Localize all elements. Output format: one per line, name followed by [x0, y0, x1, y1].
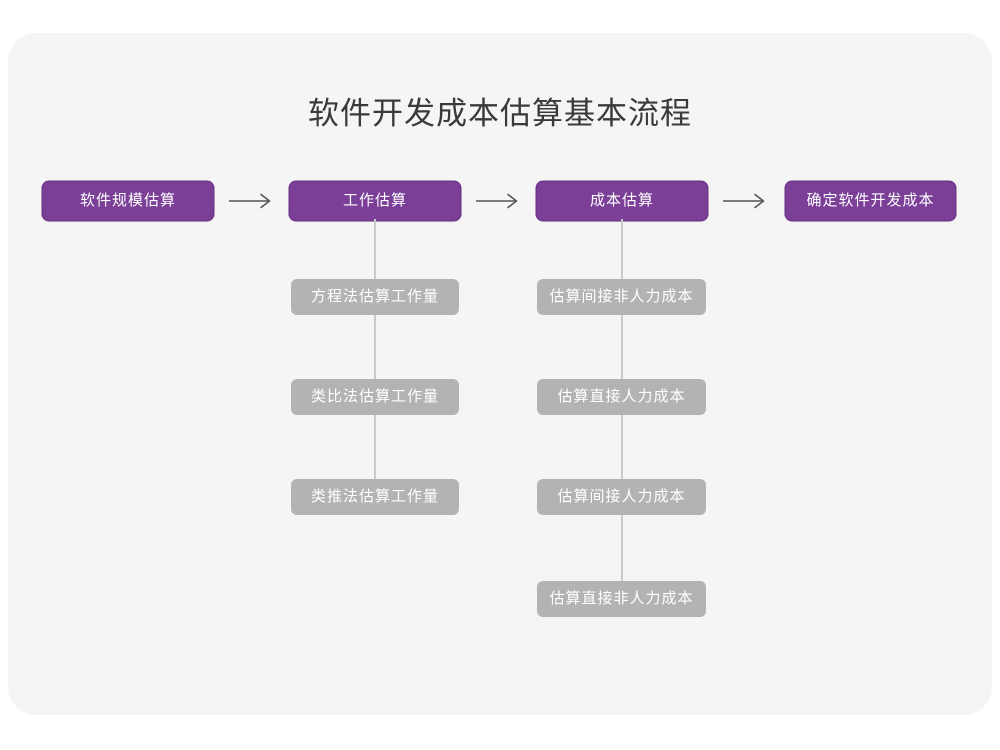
step-box-software-scale-estimation[interactable]: 软件规模估算: [43, 182, 213, 220]
step-box-work-estimation[interactable]: 工作估算: [290, 182, 460, 220]
arrow-right-3: [722, 190, 770, 212]
substep-box-indirect-labor-cost[interactable]: 估算间接人力成本: [537, 479, 706, 515]
substep-box-inference-method-workload[interactable]: 类推法估算工作量: [291, 479, 459, 515]
arrow-right-1: [228, 190, 276, 212]
substep-box-analogy-method-workload[interactable]: 类比法估算工作量: [291, 379, 459, 415]
step-box-determine-development-cost[interactable]: 确定软件开发成本: [786, 182, 955, 220]
connector-line-work-column: [374, 219, 376, 499]
substep-box-indirect-nonlabor-cost[interactable]: 估算间接非人力成本: [537, 279, 706, 315]
substep-box-direct-labor-cost[interactable]: 估算直接人力成本: [537, 379, 706, 415]
content-card: [8, 33, 992, 715]
arrow-right-2: [475, 190, 523, 212]
substep-box-direct-nonlabor-cost[interactable]: 估算直接非人力成本: [537, 581, 706, 617]
page-title: 软件开发成本估算基本流程: [308, 96, 692, 131]
step-box-cost-estimation[interactable]: 成本估算: [537, 182, 707, 220]
substep-box-equation-method-workload[interactable]: 方程法估算工作量: [291, 279, 459, 315]
